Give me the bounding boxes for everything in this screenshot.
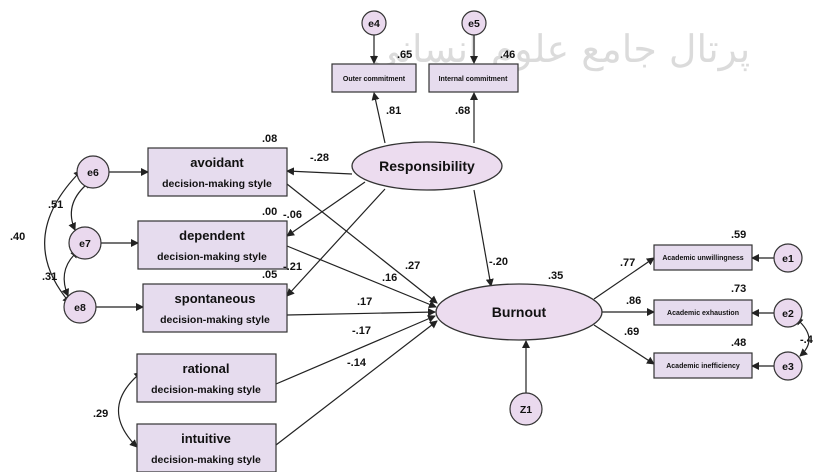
error-e6 (76, 155, 110, 189)
cov-value-e2-e3: -.4 (800, 334, 814, 346)
r2-spontaneous: .05 (262, 269, 277, 281)
coef-rational-burnout: -.17 (352, 325, 371, 337)
coef-resp-internal: .68 (455, 105, 470, 117)
cov-value-rational-intuitive: .29 (93, 408, 108, 420)
cov-e6-e7 (68, 180, 92, 231)
burnout-label: Burnout (492, 304, 547, 320)
coef-resp-outer: .81 (386, 105, 401, 117)
r2-academic-exhaustion: .73 (731, 283, 746, 295)
r2-academic-inefficiency: .48 (731, 337, 746, 349)
path-resp-outer (371, 92, 386, 144)
dependent-sub: decision-making style (157, 251, 267, 263)
coef-resp-burnout: -.20 (489, 256, 508, 268)
spontaneous-sub: decision-making style (160, 314, 270, 326)
box-outer-commitment (331, 63, 417, 93)
cov-value-e7-e8: .31 (42, 271, 57, 283)
z1-label: Z1 (520, 404, 532, 416)
box-avoidant (147, 147, 288, 197)
coef-avoidant-burnout: .27 (405, 260, 420, 272)
path-dependent-burnout (286, 245, 437, 309)
coef-burnout-inefficiency: .69 (624, 326, 639, 338)
coef-intuitive-burnout: -.14 (347, 357, 367, 369)
e7-label: e7 (79, 238, 91, 250)
e4-label: e4 (368, 18, 380, 30)
box-dependent (137, 220, 288, 270)
intuitive-sub: decision-making style (151, 454, 261, 466)
error-e4 (361, 10, 387, 36)
path-burnout-inefficiency (593, 324, 655, 365)
avoidant-label: avoidant (190, 155, 244, 170)
error-e7 (68, 226, 102, 260)
latent-responsibility (351, 141, 503, 191)
rational-sub: decision-making style (151, 384, 261, 396)
path-rational-burnout (275, 315, 436, 385)
path-resp-burnout (473, 189, 494, 287)
path-resp-dependent (286, 181, 366, 237)
coef-burnout-exhaustion: .86 (626, 295, 641, 307)
box-academic-inefficiency (653, 352, 753, 379)
coef-resp-avoidant: -.28 (310, 152, 329, 164)
error-e3 (773, 351, 803, 381)
e2-label: e2 (782, 308, 794, 320)
error-e1 (773, 243, 803, 273)
box-intuitive (136, 423, 277, 472)
r2-outer-commitment: .65 (397, 49, 412, 61)
r2-burnout: .35 (548, 270, 563, 282)
r2-avoidant: .08 (262, 133, 277, 145)
box-spontaneous (142, 283, 288, 333)
path-burnout-unwillingness (593, 257, 655, 300)
path-intuitive-burnout (275, 320, 438, 446)
e8-label: e8 (74, 302, 86, 314)
internal-commitment-label: Internal commitment (439, 76, 509, 83)
coef-resp-spontaneous: -.21 (283, 261, 302, 273)
cov-value-e6-e7: .51 (48, 199, 63, 211)
box-rational (136, 353, 277, 403)
cov-e2-e3 (795, 317, 810, 357)
spontaneous-label: spontaneous (175, 291, 256, 306)
path-resp-avoidant (286, 167, 353, 176)
error-e8 (63, 290, 97, 324)
cov-rational-intuitive (117, 371, 143, 448)
r2-internal-commitment: .46 (500, 49, 515, 61)
watermark-text: پرتال جامع علوم انسانی (370, 27, 750, 72)
error-e5 (461, 10, 487, 36)
latent-burnout (435, 283, 603, 341)
box-academic-exhaustion (653, 299, 753, 326)
academic-unwillingness-label: Academic unwillingness (662, 255, 743, 262)
coef-burnout-unwillingness: .77 (620, 257, 635, 269)
outer-commitment-label: Outer commitment (343, 76, 406, 83)
path-avoidant-burnout (286, 183, 438, 304)
dependent-label: dependent (179, 228, 245, 243)
e3-label: e3 (782, 361, 794, 373)
e5-label: e5 (468, 18, 480, 30)
error-z1 (509, 392, 543, 426)
path-spontaneous-burnout (286, 308, 436, 317)
r2-academic-unwillingness: .59 (731, 229, 746, 241)
coef-resp-dependent: -.06 (283, 209, 302, 221)
responsibility-label: Responsibility (379, 158, 475, 174)
e6-label: e6 (87, 167, 99, 179)
academic-exhaustion-label: Academic exhaustion (667, 310, 739, 317)
e1-label: e1 (782, 253, 794, 265)
intuitive-label: intuitive (181, 431, 231, 446)
cov-e7-e8 (61, 249, 79, 297)
path-resp-spontaneous (286, 188, 386, 297)
cov-e6-e8 (44, 169, 82, 304)
rational-label: rational (183, 361, 230, 376)
r2-dependent: .00 (262, 206, 277, 218)
box-internal-commitment (428, 63, 519, 93)
coef-dependent-burnout: .16 (382, 272, 397, 284)
error-e2 (773, 298, 803, 328)
cov-value-e6-e8: .40 (10, 231, 25, 243)
avoidant-sub: decision-making style (162, 178, 272, 190)
box-academic-unwillingness (653, 244, 753, 271)
academic-inefficiency-label: Academic inefficiency (666, 363, 740, 370)
coef-spontaneous-burnout: .17 (357, 296, 372, 308)
